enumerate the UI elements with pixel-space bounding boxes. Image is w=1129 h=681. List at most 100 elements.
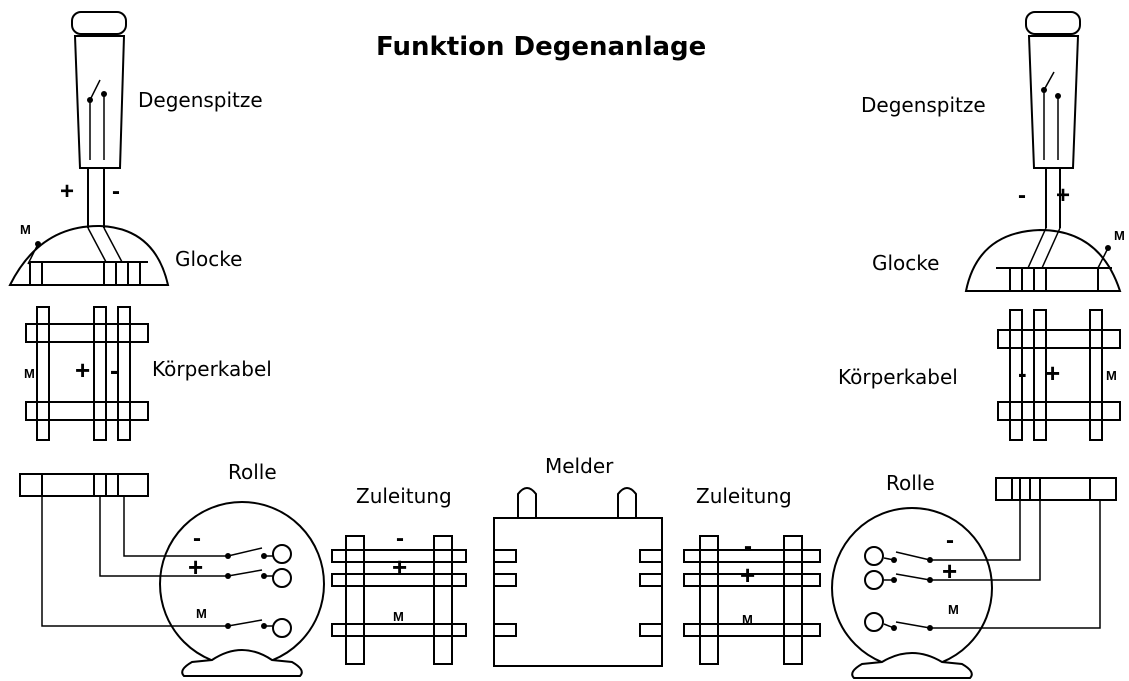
right-glocke-wire-1 <box>1027 227 1047 269</box>
right-glocke-dome <box>964 228 1122 292</box>
symbol-minus-right-rolle: - <box>946 527 954 554</box>
melder-socket-right-3 <box>639 623 663 637</box>
melder-socket-left-2 <box>493 573 517 587</box>
left-zuleitung-plug-a <box>345 535 365 665</box>
left-glocke-dome <box>8 224 170 286</box>
symbol-minus-right-degen: - <box>1018 182 1026 209</box>
left-koerperkabel <box>25 306 149 441</box>
symbol-plus-right-zuleitung: + <box>740 560 755 590</box>
left-rolle-terminal-3 <box>272 618 292 638</box>
left-zuleitung-line-minus <box>331 549 467 563</box>
left-kabel-pin-minus <box>117 306 131 441</box>
right-degen-switch <box>1043 71 1055 91</box>
melder-socket-right-2 <box>639 573 663 587</box>
symbol-plus-left-degen: + <box>60 178 74 205</box>
left-rolle-switch-1 <box>227 547 263 557</box>
right-rolle-terminal-1 <box>864 546 884 566</box>
right-rolle <box>831 477 1117 679</box>
label-degenspitze-right: Degenspitze <box>861 93 986 117</box>
left-glocke <box>8 224 170 286</box>
right-rolle-wire-plus <box>930 500 1041 581</box>
symbol-m-right-glocke: M <box>1114 228 1125 243</box>
left-kabel-bottom-outline <box>25 401 149 421</box>
label-koerperkabel-right: Körperkabel <box>838 365 958 389</box>
left-rolle <box>19 473 325 677</box>
right-rolle-switch-3 <box>895 621 931 629</box>
right-glocke-m-wire <box>1097 247 1109 269</box>
symbol-m-left-kabel: M <box>24 366 35 381</box>
label-zuleitung-left: Zuleitung <box>356 484 452 508</box>
left-kabel-top-outline <box>25 323 149 343</box>
left-rolle-wire-plus <box>99 496 228 577</box>
right-degen-contact-a <box>1041 87 1047 93</box>
left-degen-contact-a <box>87 97 93 103</box>
left-degen-switch <box>89 79 101 101</box>
right-kabel-pin-minus <box>1009 309 1023 441</box>
melder-socket-left-3 <box>493 623 517 637</box>
left-degen-blade <box>73 35 126 169</box>
symbol-m-right-kabel: M <box>1106 368 1117 383</box>
symbol-plus-left-rolle: + <box>188 552 203 582</box>
left-zuleitung <box>331 535 467 665</box>
symbol-plus-left-kabel: + <box>75 355 90 385</box>
symbol-minus-right-zuleitung: - <box>744 533 752 560</box>
label-zuleitung-right: Zuleitung <box>696 484 792 508</box>
right-degen-contact-b <box>1055 93 1061 99</box>
right-zuleitung-line-plus <box>683 573 821 587</box>
symbol-minus-left-zuleitung: - <box>396 525 404 552</box>
label-glocke-right: Glocke <box>872 251 939 275</box>
right-weapon <box>1025 11 1081 228</box>
right-kabel-pin-m <box>1089 309 1103 441</box>
symbol-plus-right-degen: + <box>1056 182 1070 209</box>
melder-lamp-left <box>517 487 537 519</box>
left-kabel-pin-plus <box>93 306 107 441</box>
left-glocke-wire-2 <box>103 227 123 263</box>
melder-lamp-right <box>617 487 637 519</box>
label-melder: Melder <box>545 454 614 478</box>
melder-socket-left-1 <box>493 549 517 563</box>
right-zuleitung <box>683 535 821 665</box>
right-zuleitung-plug-a <box>699 535 719 665</box>
symbol-m-left-rolle: M <box>196 606 207 621</box>
left-rolle-terminal-1 <box>272 544 292 564</box>
left-rolle-pivot-3 <box>225 623 231 629</box>
symbol-m-right-zuleitung: M <box>742 612 753 627</box>
right-rolle-wire-m <box>930 500 1101 629</box>
right-rolle-terminal-2 <box>864 570 884 590</box>
left-degen-contact-b <box>101 91 107 97</box>
label-rolle-right: Rolle <box>886 471 935 495</box>
right-rolle-switch-2 <box>895 573 931 581</box>
left-rolle-terminal-2 <box>272 568 292 588</box>
right-degen-cap <box>1025 11 1081 35</box>
right-koerperkabel <box>997 309 1121 441</box>
right-kabel-pin-plus <box>1033 309 1047 441</box>
symbol-minus-left-kabel: - <box>110 355 119 385</box>
symbol-m-left-glocke: M <box>20 222 31 237</box>
right-zuleitung-line-minus <box>683 549 821 563</box>
left-weapon <box>71 11 127 228</box>
left-zuleitung-plug-b <box>433 535 453 665</box>
symbol-minus-left-rolle: - <box>193 525 201 552</box>
symbol-minus-right-kabel: - <box>1018 358 1027 388</box>
right-rolle-terminal-3 <box>864 612 884 632</box>
label-degenspitze-left: Degenspitze <box>138 88 263 112</box>
right-kabel-top-outline <box>997 329 1121 349</box>
right-glocke-wire-2 <box>1041 227 1061 269</box>
left-rolle-switch-2 <box>227 569 263 577</box>
right-kabel-bottom-outline <box>997 401 1121 421</box>
left-rolle-pivot-1 <box>225 553 231 559</box>
right-rolle-base <box>851 652 973 679</box>
left-rolle-base <box>181 649 303 677</box>
right-glocke-m-point <box>1105 245 1111 251</box>
symbol-plus-right-kabel: + <box>1045 358 1060 388</box>
diagram-title: Funktion Degenanlage <box>376 32 706 62</box>
melder-socket-right-1 <box>639 549 663 563</box>
left-rolle-connector <box>19 473 149 497</box>
right-rolle-pivot-3 <box>927 625 933 631</box>
left-rolle-drum <box>159 501 325 667</box>
melder-body <box>493 517 663 667</box>
right-rolle-lead-3 <box>883 623 895 629</box>
right-zuleitung-plug-b <box>783 535 803 665</box>
left-zuleitung-line-plus <box>331 573 467 587</box>
